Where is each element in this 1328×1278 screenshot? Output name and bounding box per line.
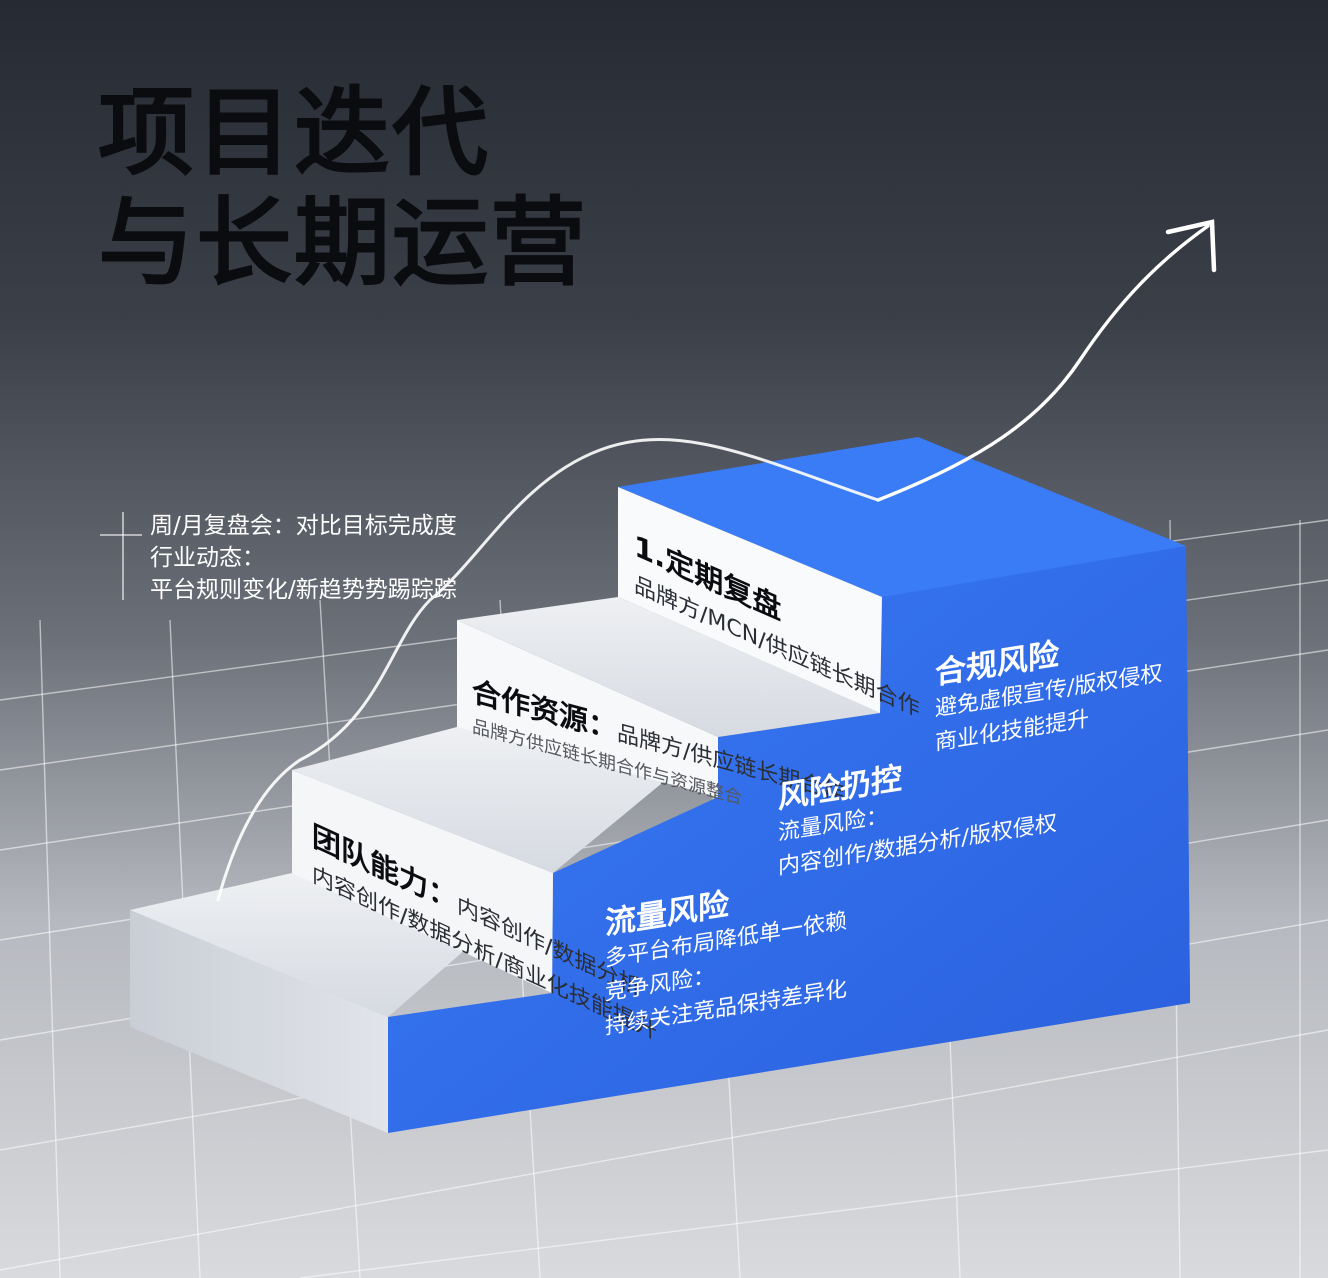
notes-line-2: 行业动态： <box>150 545 265 571</box>
page-title: 项目迭代 与长期运营 <box>98 78 588 298</box>
blue-top-face <box>618 437 1186 597</box>
trend-up-arrow <box>216 219 1217 902</box>
step3-top <box>457 597 880 737</box>
title-line-1: 项目迭代 <box>98 77 490 189</box>
step2-front <box>457 620 718 797</box>
review-notes: 周/月复盘会：对比目标完成度 行业动态： 平台规则变化/新趋势势踢踪踪 <box>150 510 457 606</box>
step1-left <box>130 910 388 1133</box>
blue-front-face <box>388 498 1190 1133</box>
title-line-2: 与长期运营 <box>98 187 588 299</box>
notes-tick <box>100 534 142 536</box>
step3-front <box>618 487 882 713</box>
notes-divider <box>122 512 124 600</box>
notes-line-1: 周/月复盘会：对比目标完成度 <box>150 513 457 539</box>
step1-front <box>292 770 553 993</box>
notes-line-3: 平台规则变化/新趋势势踢踪踪 <box>150 577 457 603</box>
